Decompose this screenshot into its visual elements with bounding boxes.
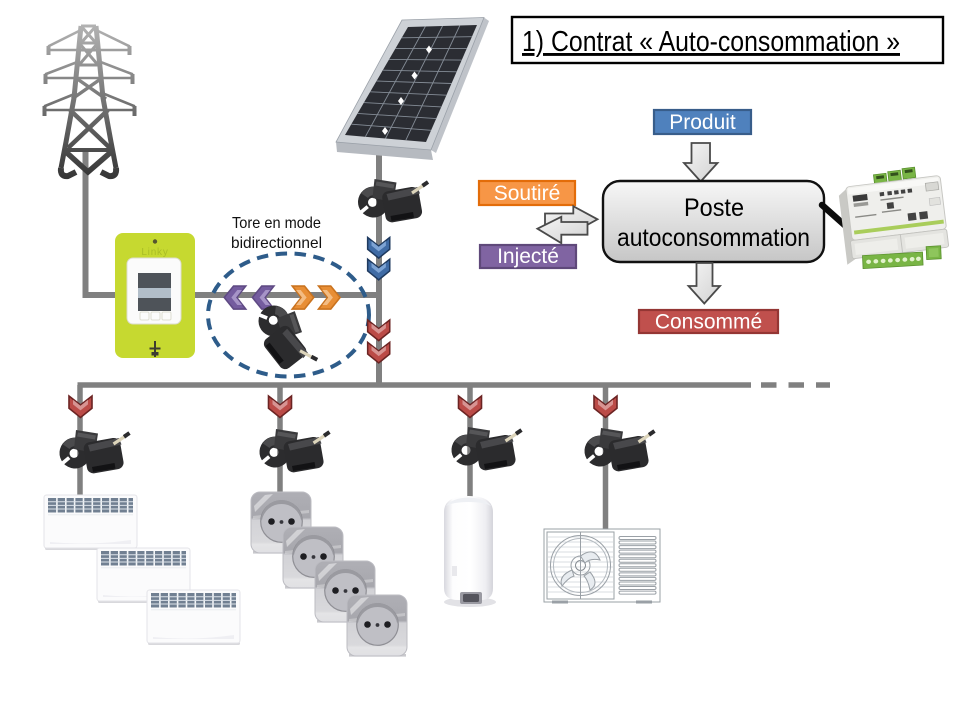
svg-text:Tore en mode: Tore en mode [232, 215, 321, 232]
svg-text:Poste: Poste [684, 194, 744, 222]
svg-text:Soutiré: Soutiré [494, 182, 561, 205]
svg-text:Consommé: Consommé [655, 311, 762, 334]
svg-text:autoconsommation: autoconsommation [617, 224, 810, 252]
svg-text:Produit: Produit [669, 111, 736, 134]
svg-text:Injecté: Injecté [497, 245, 559, 268]
svg-text:Linky: Linky [141, 247, 168, 258]
svg-text:1) Contrat « Auto-consommation: 1) Contrat « Auto-consommation » [522, 26, 900, 58]
svg-text:bidirectionnel: bidirectionnel [231, 235, 322, 252]
